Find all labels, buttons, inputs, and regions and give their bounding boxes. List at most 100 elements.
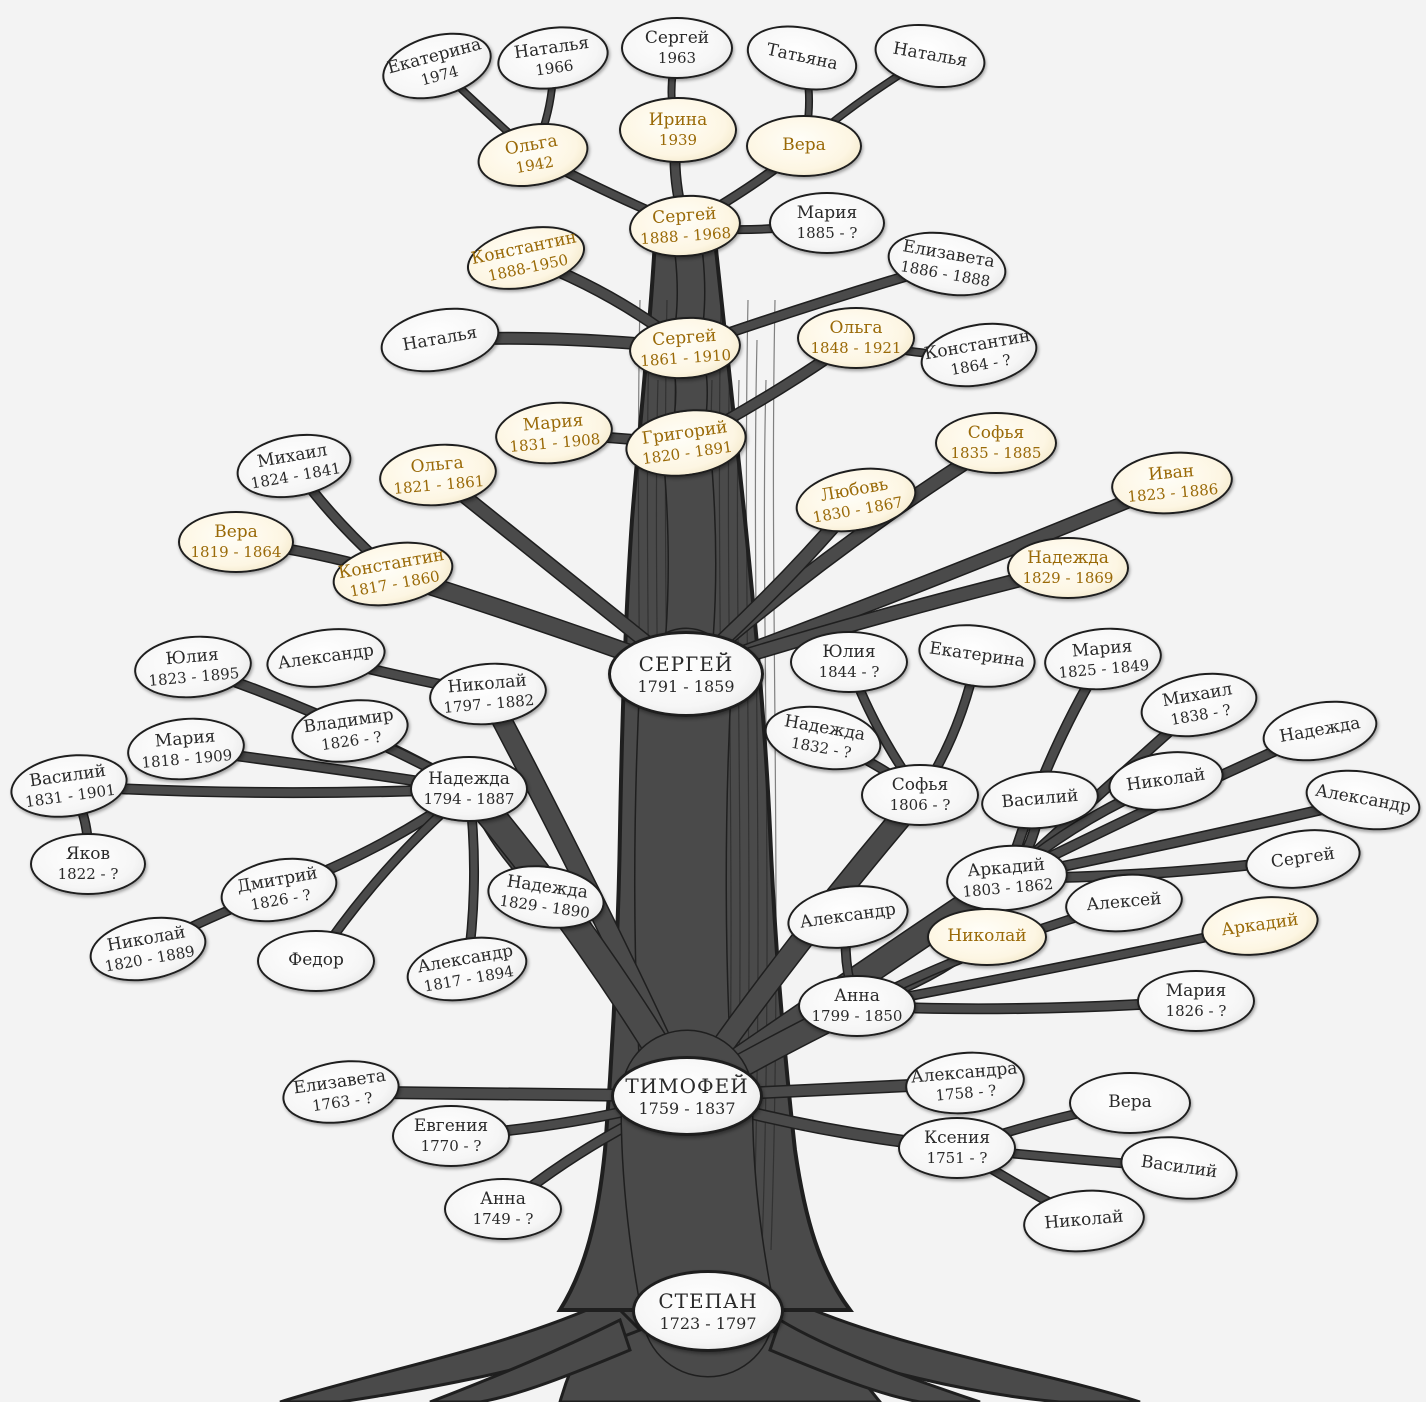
person-name: Александр [799, 900, 898, 935]
person-name: Аркадий [1220, 910, 1300, 942]
person-name: Татьяна [764, 40, 839, 76]
person-dates: 1723 - 1797 [659, 1314, 756, 1334]
person-name: Сергей [1270, 844, 1337, 874]
person-node-aleksandr-right: Александр [1301, 761, 1425, 838]
person-dates: 1799 - 1850 [812, 1007, 903, 1026]
person-node-aleksandr-mid: Александр [783, 878, 912, 956]
person-name: Софья [892, 775, 949, 796]
person-node-vasiliy-bottom: Василий [1116, 1129, 1241, 1207]
person-name: Николай [947, 926, 1026, 947]
person-dates: 1794 - 1887 [424, 790, 515, 809]
person-dates: 1822 - ? [58, 865, 119, 884]
person-name: Ирина [649, 110, 708, 131]
person-node-nadezhda-1832: Надежда1832 - ? [760, 697, 887, 779]
person-name: Василий [1139, 1152, 1218, 1184]
person-name: Анна [480, 1189, 526, 1210]
person-name: Василий [1001, 786, 1080, 814]
person-node-arkadiy-hl: Аркадий [1198, 889, 1323, 963]
person-name: Надежда [1027, 548, 1109, 569]
person-node-nikolay-right: Николай [1105, 744, 1228, 818]
person-dates: 1819 - 1864 [191, 543, 282, 562]
person-node-vera-top: Вера [746, 115, 862, 177]
person-name: СТЕПАН [658, 1289, 757, 1314]
person-dates: 1770 - ? [421, 1137, 482, 1156]
person-name: Ксения [924, 1128, 990, 1149]
person-dates: 1825 - 1849 [1058, 656, 1150, 683]
person-name: Мария [1166, 981, 1226, 1002]
person-node-nadezhda-right: Надежда [1258, 692, 1382, 769]
person-node-aleksandr-left: Александр [263, 621, 390, 695]
person-name: Екатерина [928, 639, 1026, 673]
person-name: Надежда [428, 769, 510, 790]
person-name: Наталья [891, 39, 969, 73]
person-node-nadezhda-1794: Надежда1794 - 1887 [410, 756, 528, 822]
person-name: ТИМОФЕЙ [625, 1074, 748, 1099]
person-dates: 1759 - 1837 [638, 1099, 735, 1119]
person-name: Александр [1314, 781, 1413, 819]
person-dates: 1885 - ? [797, 224, 858, 243]
person-name: Вера [214, 522, 258, 543]
person-name: Ольга [829, 318, 882, 339]
person-node-natalya-mid: Наталья [376, 299, 505, 381]
person-node-fedor: Федор [257, 930, 375, 992]
person-node-yakov-1822: Яков1822 - ? [30, 833, 146, 895]
person-name: Сергей [645, 28, 709, 49]
person-dates: 1758 - ? [935, 1082, 997, 1106]
person-node-elizaveta-1886: Елизавета1886 - 1888 [883, 223, 1012, 305]
person-name: СЕРГЕЙ [639, 652, 734, 677]
person-name: Софья [968, 423, 1025, 444]
person-dates: 1818 - 1909 [141, 746, 233, 773]
person-name: Яков [66, 844, 110, 865]
person-dates: 1963 [658, 49, 696, 68]
person-dates: 1966 [534, 57, 574, 81]
person-name: Евгения [414, 1116, 488, 1137]
person-name: Мария [797, 203, 857, 224]
person-dates: 1823 - 1886 [1127, 480, 1219, 507]
person-dates: 1821 - 1861 [393, 472, 485, 499]
person-name: Надежда [1278, 713, 1362, 748]
person-dates: 1751 - ? [927, 1149, 988, 1168]
person-dates: 1823 - 1895 [148, 664, 240, 691]
person-node-vasiliy-right: Василий [979, 766, 1102, 834]
person-name: Федор [288, 950, 344, 971]
person-dates: 1939 [659, 131, 697, 150]
person-name: Юлия [822, 642, 875, 663]
person-node-sergey-right: Сергей [1242, 822, 1365, 896]
person-node-vera-bottom: Вера [1069, 1072, 1191, 1134]
person-name: Александр [277, 641, 376, 676]
person-name: Анна [834, 986, 880, 1007]
